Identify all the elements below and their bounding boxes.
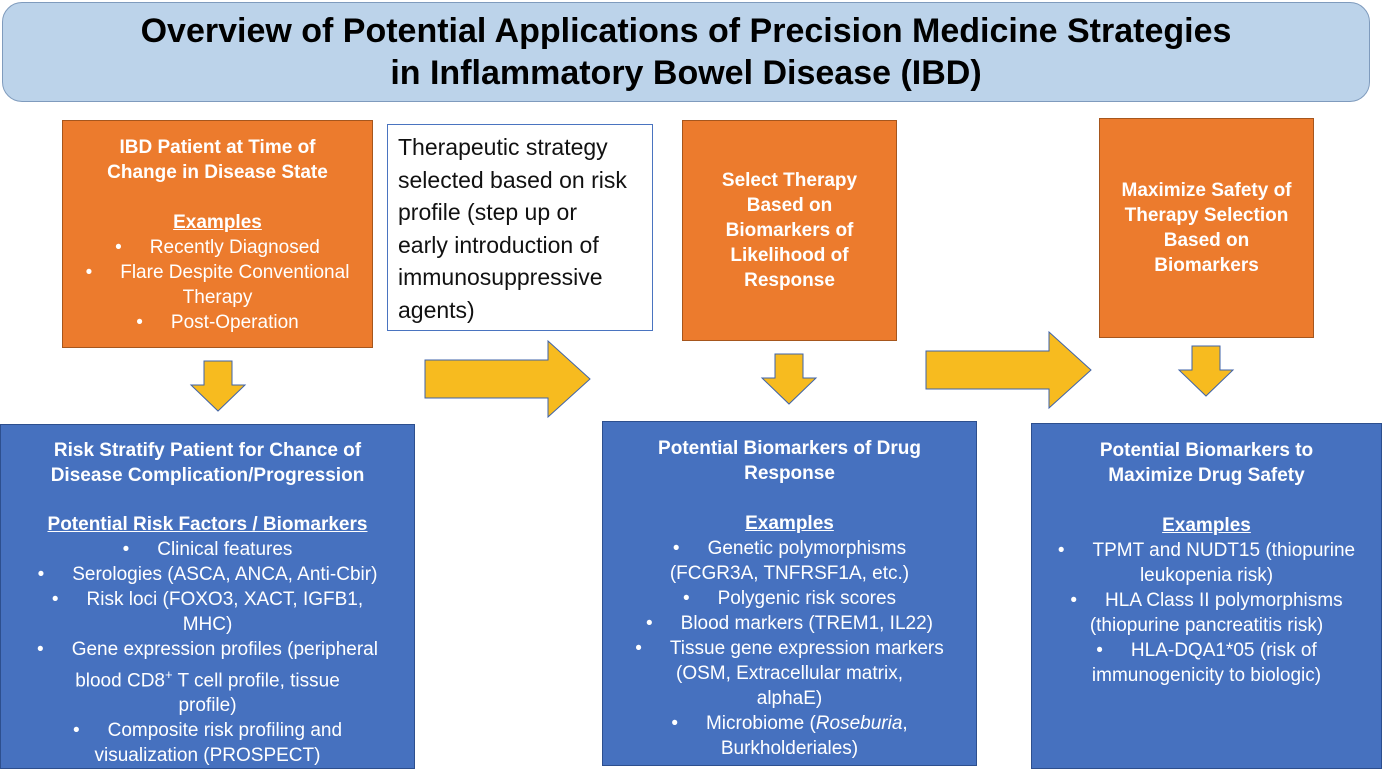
select-therapy-line: Response [744,270,835,291]
drug-safety-list-2: HLA Class II polymorphisms [1070,588,1343,613]
list-item-continuation: MHC) [182,613,233,635]
list-item: Clinical features [38,537,378,562]
list-item-continuation: profile) [178,695,237,716]
title-line-2: in Inflammatory Bowel Disease (IBD) [390,54,982,92]
list-item: Serologies (ASCA, ANCA, Anti-Cbir) [38,562,377,587]
drug-response-heading-line-2: Response [744,463,835,484]
select-therapy-line: Based on [746,195,833,216]
list-item: Flare Despite Conventional [86,260,349,285]
title-banner: Overview of Potential Applications of Pr… [2,2,1370,102]
strategy-line: selected based on risk [398,166,627,193]
strategy-box: Therapeutic strategy selected based on r… [387,124,653,331]
drug-response-list-3: Microbiome (Roseburia, [671,711,908,736]
drug-response-heading-line-1: Potential Biomarkers of Drug [658,438,921,459]
strategy-line: immunosuppressive [398,264,603,290]
drug-safety-list-3: HLA-DQA1*05 (risk of [1096,638,1317,663]
list-item: Genetic polymorphisms [673,536,907,561]
t-cell-text: T cell profile, tissue [172,670,340,691]
list-item: Post-Operation [136,310,299,335]
strategy-line: Therapeutic strategy [398,134,608,160]
list-item: TPMT and NUDT15 (thiopurine [1058,538,1356,563]
list-item: HLA-DQA1*05 (risk of [1096,638,1317,663]
risk-factor-list: Clinical features Serologies (ASCA, ANCA… [38,537,378,612]
list-item: Recently Diagnosed [86,235,350,260]
safety-line: Maximize Safety of [1121,180,1292,201]
microbiome-text: Microbiome ( [705,713,816,734]
list-item-continuation: (FCGR3A, TNFRSF1A, etc.) [669,563,910,584]
list-item-continuation: (OSM, Extracellular matrix, [676,663,903,684]
safety-box: Maximize Safety of Therapy Selection Bas… [1099,118,1314,338]
safety-line: Based on [1163,230,1250,251]
select-therapy-line: Select Therapy [721,170,858,191]
list-item-continuation: immunogenicity to biologic) [1091,665,1322,686]
risk-stratify-box: Risk Stratify Patient for Chance of Dise… [0,424,415,769]
down-arrow-icon [189,360,247,412]
roseburia-text: Roseburia [815,713,903,734]
strategy-line: early introduction of [398,231,599,258]
right-arrow-icon [925,330,1092,410]
select-therapy-box: Select Therapy Based on Biomarkers of Li… [682,120,897,341]
drug-safety-list: TPMT and NUDT15 (thiopurine [1058,538,1356,563]
right-arrow-icon [424,339,591,419]
drug-safety-heading-line-1: Potential Biomarkers to [1099,440,1314,461]
safety-line: Therapy Selection [1124,205,1289,226]
risk-heading-line-2: Disease Complication/Progression [50,465,365,486]
list-item: Composite risk profiling and [73,718,342,743]
drug-safety-heading-line-2: Maximize Drug Safety [1108,465,1305,486]
list-item: Blood markers (TREM1, IL22) [635,611,944,636]
strategy-line: profile (step up or [398,199,577,225]
drug-safety-box: Potential Biomarkers to Maximize Drug Sa… [1031,423,1382,769]
list-item-continuation: blood CD8+ T cell profile, tissue [75,662,340,693]
list-item: Gene expression profiles (peripheral [37,637,378,662]
patient-heading-line-1: IBD Patient at Time of [119,137,316,158]
risk-factor-list-2: Gene expression profiles (peripheral [37,637,378,662]
comma-text: , [902,713,908,734]
list-item: Microbiome (Roseburia, [671,711,908,736]
list-item: Tissue gene expression markers [635,636,944,661]
select-therapy-line: Likelihood of [730,245,849,266]
list-item-continuation: (thiopurine pancreatitis risk) [1089,615,1324,636]
drug-response-list-2: Polygenic risk scores Blood markers (TRE… [635,586,944,661]
list-item: HLA Class II polymorphisms [1070,588,1343,613]
list-item-continuation: Therapy [182,287,253,308]
list-item-continuation: alphaE) [756,688,823,709]
patient-heading-line-2: Change in Disease State [107,162,328,183]
drug-response-examples-label: Examples [745,513,834,534]
drug-response-list: Genetic polymorphisms [673,536,907,561]
patient-examples-list: Recently Diagnosed Flare Despite Convent… [86,235,350,285]
list-item-continuation: visualization (PROSPECT) [94,745,321,766]
patient-examples-list-2: Post-Operation [136,310,299,335]
risk-heading-line-1: Risk Stratify Patient for Chance of [53,440,362,461]
superscript-plus: + [164,666,173,682]
risk-factor-list-3: Composite risk profiling and [73,718,342,743]
down-arrow-icon [760,353,818,405]
list-item: Risk loci (FOXO3, XACT, IGFB1, [38,587,378,612]
risk-subheading: Potential Risk Factors / Biomarkers [47,513,368,535]
list-item: Polygenic risk scores [635,586,944,611]
patient-examples-label: Examples [173,212,262,233]
drug-response-box: Potential Biomarkers of Drug Response Ex… [602,421,977,766]
strategy-line: agents) [398,296,475,323]
list-item-continuation: leukopenia risk) [1139,565,1274,586]
list-item-continuation: Burkholderiales) [720,738,859,759]
drug-safety-examples-label: Examples [1162,515,1251,536]
select-therapy-line: Biomarkers of [725,220,854,241]
patient-box: IBD Patient at Time of Change in Disease… [62,120,373,348]
down-arrow-icon [1177,345,1235,397]
cd8-text: blood CD8 [75,670,165,691]
safety-line: Biomarkers [1154,255,1259,276]
title-line-1: Overview of Potential Applications of Pr… [140,12,1232,50]
